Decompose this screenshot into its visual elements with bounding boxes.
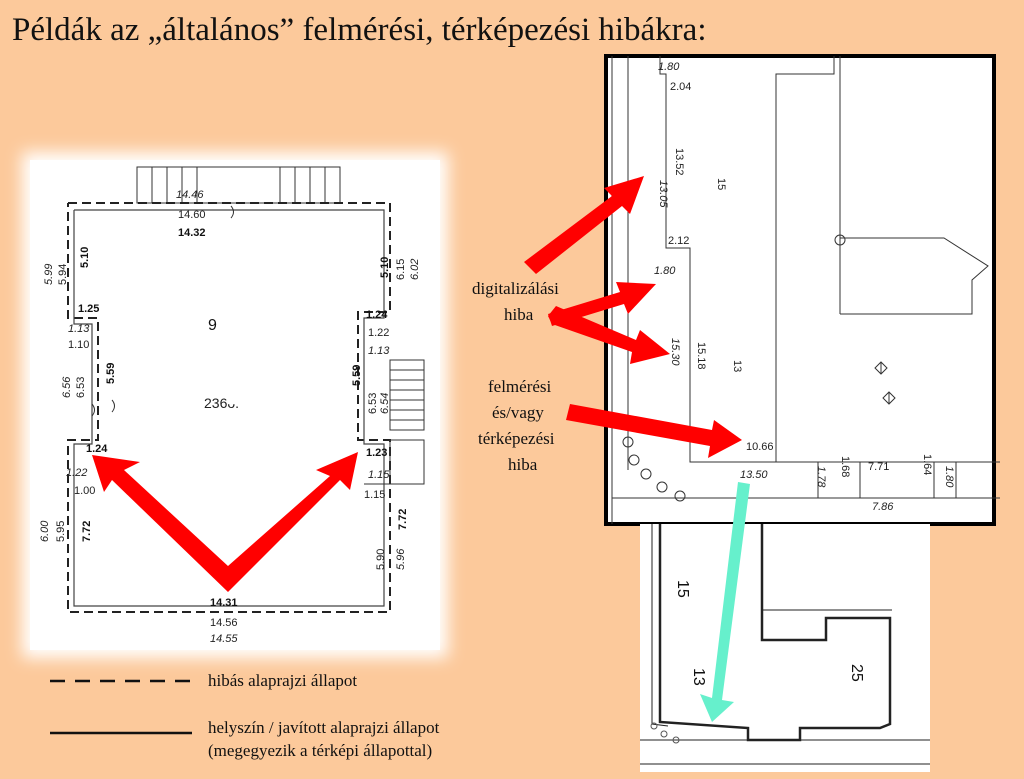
- dim-lb-c: 7.72: [81, 521, 93, 542]
- map-t180: 1.80: [658, 61, 680, 73]
- map-m180: 1.80: [654, 265, 676, 277]
- left-floor-plan: 14.46 14.60 14.32 5.99 5.94 5.10 5.10 6.…: [22, 152, 448, 658]
- map-v1530: 15.30: [669, 338, 681, 366]
- map-b786: 7.86: [872, 501, 894, 513]
- dim-r115: 1.15: [368, 469, 390, 481]
- label-digit-2: hiba: [504, 305, 534, 324]
- dim-lb-a: 6.00: [39, 520, 51, 542]
- dim-r113: 1.13: [368, 345, 390, 357]
- dim-r124: 1.24: [366, 309, 388, 321]
- label-survey-4: hiba: [508, 455, 538, 474]
- page-title: Példák az „általános” felmérési, térképe…: [12, 12, 707, 48]
- arrow-to-1305: [524, 176, 644, 274]
- dim-lm-c: 5.59: [105, 363, 117, 384]
- map-v1352: 13.52: [673, 148, 685, 176]
- dim-l113: 1.13: [68, 323, 90, 335]
- bottom-p13: 13: [690, 668, 707, 686]
- map-t204: 2.04: [670, 81, 691, 93]
- dim-bot-c: 14.55: [210, 633, 238, 645]
- legend-dashed-text: hibás alaprajzi állapot: [208, 671, 357, 690]
- dim-left-a: 5.99: [43, 264, 55, 285]
- right-cadastral-map: 1.80 2.04 13.05 13.52 15 2.12 1.80 15.30…: [604, 54, 1000, 526]
- cyan-arrow: [700, 482, 750, 722]
- dim-l110: 1.10: [68, 339, 89, 351]
- dim-left-b: 5.94: [57, 264, 69, 285]
- map-b168: 1.68: [839, 456, 851, 477]
- dim-l125: 1.25: [78, 303, 99, 315]
- right-stair: [364, 359, 425, 485]
- label-survey-2: és/vagy: [492, 403, 544, 422]
- legend-solid-text-1: helyszín / javított alaprajzi állapot: [208, 718, 440, 737]
- dim-top-c: 14.32: [178, 227, 206, 239]
- legend: hibás alaprajzi állapot helyszín / javít…: [50, 671, 440, 760]
- map-t212: 2.12: [668, 235, 689, 247]
- map-b771: 7.71: [868, 461, 889, 473]
- dim-left-c: 5.10: [79, 247, 91, 268]
- label-survey-3: térképezési: [478, 429, 555, 448]
- dim-bot-a: 14.31: [210, 597, 238, 609]
- dim-l122: 1.22: [66, 467, 87, 479]
- room-area: 236ᴗ.: [204, 395, 239, 411]
- bottom-map: 15 13 25: [640, 524, 930, 772]
- map-b180: 1.80: [943, 466, 955, 488]
- map-p15: 15: [715, 178, 727, 190]
- dim-lb-b: 5.95: [55, 521, 67, 542]
- dim-rm-a: 5.59: [351, 365, 363, 386]
- dim-rb-a: 7.72: [397, 509, 409, 530]
- bottom-p25: 25: [848, 664, 865, 682]
- map-v1305: 13.05: [657, 180, 669, 208]
- solid-outline: [73, 209, 385, 607]
- dim-l124: 1.24: [86, 443, 108, 455]
- dim-rb-b: 5.90: [375, 549, 387, 570]
- left-v-arrow: [92, 452, 358, 592]
- map-p13: 13: [731, 360, 743, 372]
- dim-top-a: 14.46: [176, 189, 204, 201]
- dim-r115b: 1.15: [364, 489, 385, 501]
- bottom-p15: 15: [674, 580, 691, 598]
- room-number: 9: [208, 317, 217, 334]
- label-digit-1: digitalizálási: [472, 279, 559, 298]
- dim-r123: 1.23: [366, 447, 387, 459]
- dim-bot-b: 14.56: [210, 617, 238, 629]
- dim-right-c: 6.02: [409, 259, 421, 280]
- dim-r122: 1.22: [368, 327, 389, 339]
- dim-l100: 1.00: [74, 485, 95, 497]
- arrow-to-1530: [548, 306, 670, 364]
- map-b1350: 13.50: [740, 469, 768, 481]
- map-b1066: 10.66: [746, 441, 774, 453]
- dim-rm-b: 6.53: [367, 393, 379, 414]
- arrow-to-1066: [566, 404, 742, 458]
- dim-rb-c: 5.96: [395, 548, 407, 570]
- dim-lm-a: 6.56: [61, 376, 73, 398]
- dim-rm-c: 6.54: [379, 393, 391, 414]
- label-survey-1: felmérési: [488, 377, 552, 396]
- dim-right-b: 6.15: [395, 259, 407, 280]
- map-b178: 1.78: [815, 466, 827, 488]
- dim-top-b: 14.60: [178, 209, 206, 221]
- legend-solid-text-2: (megegyezik a térképi állapottal): [208, 741, 432, 760]
- map-v1518: 15.18: [695, 342, 707, 370]
- map-b164: 1.64: [921, 454, 933, 475]
- dim-lm-b: 6.53: [75, 377, 87, 398]
- dim-right-a: 5.10: [379, 257, 391, 278]
